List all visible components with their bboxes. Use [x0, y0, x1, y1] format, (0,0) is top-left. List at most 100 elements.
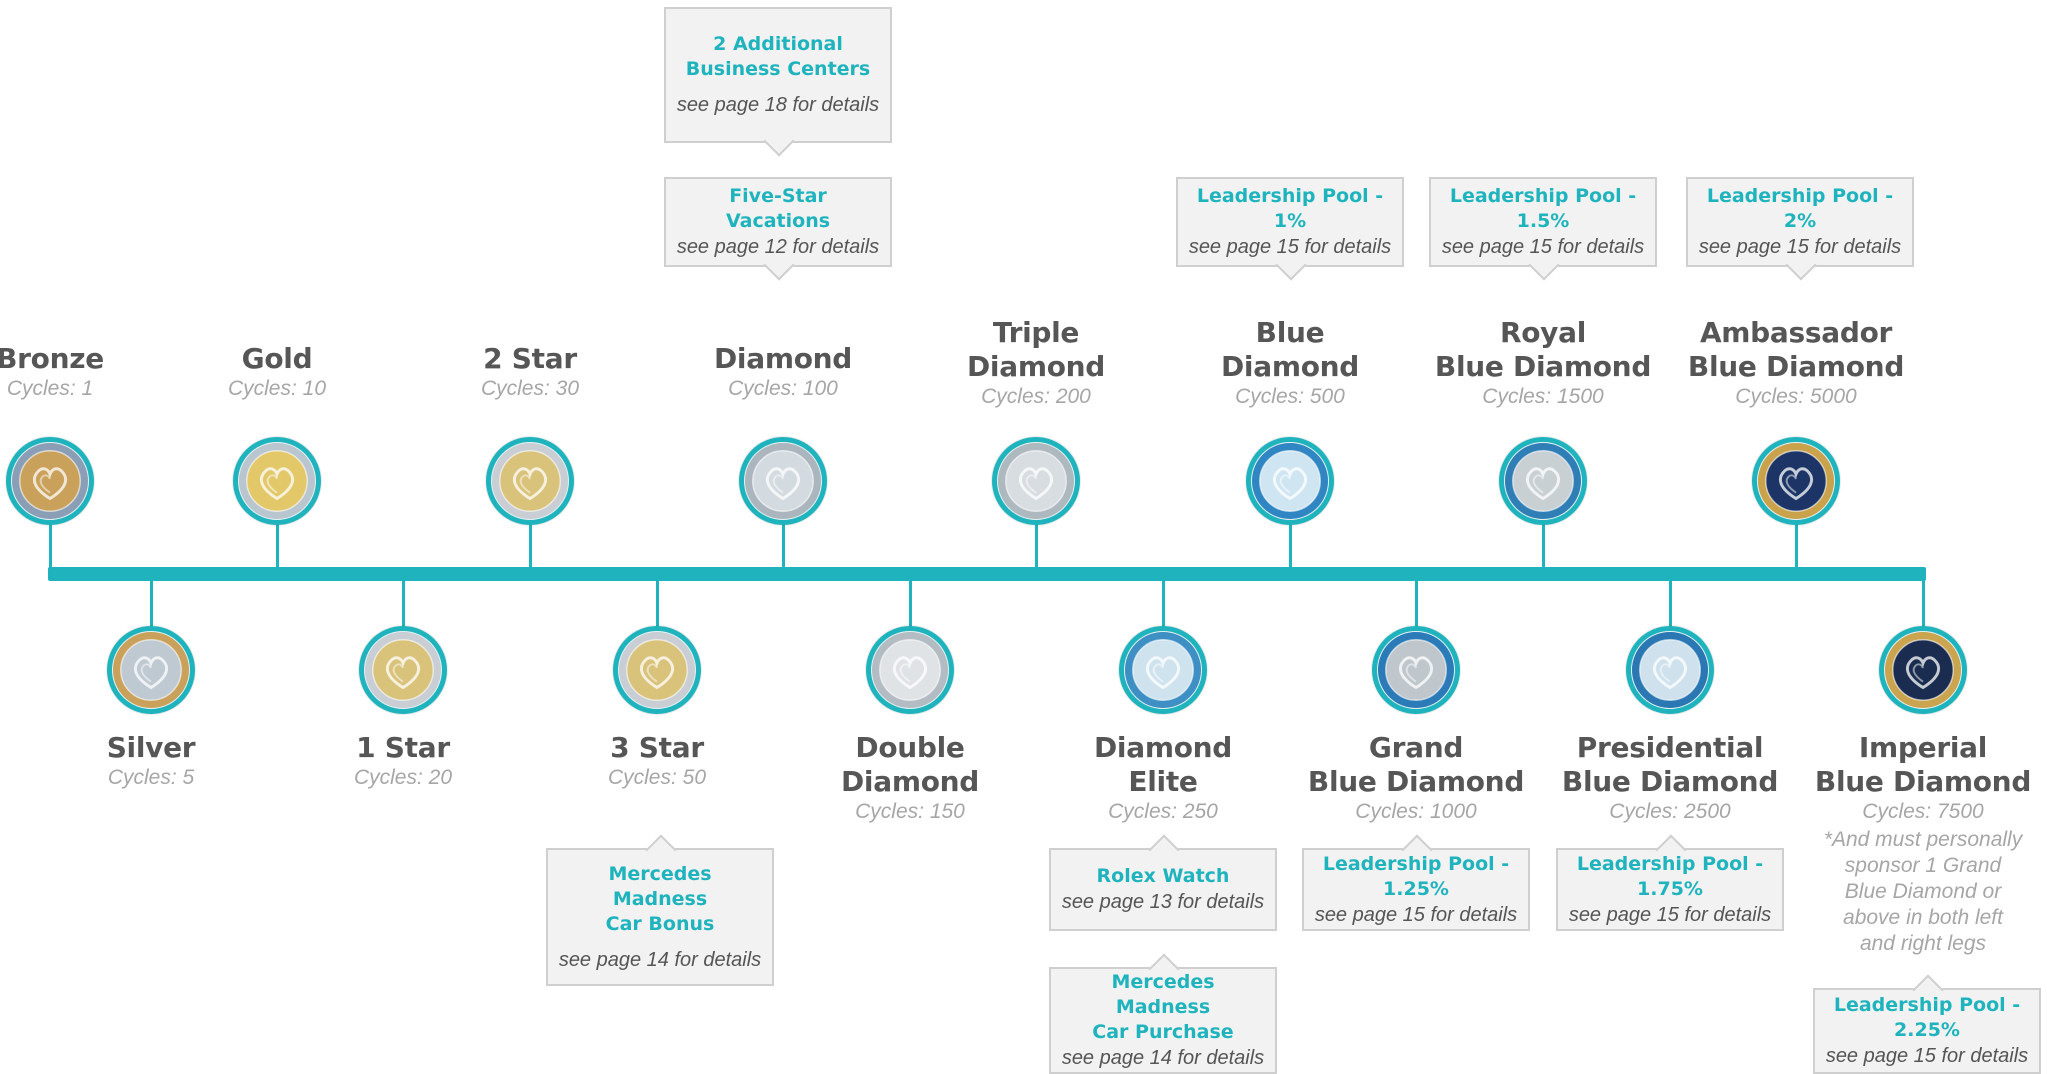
callout-title: 2 Additional: [713, 33, 843, 55]
timeline-rail: [48, 567, 1926, 581]
rank-cycles: Cycles: 50: [607, 766, 707, 789]
callout-title: Mercedes Madness: [1111, 971, 1215, 1018]
rank-stem: [401, 578, 405, 630]
callout-details-link[interactable]: see page 15 for details: [1314, 903, 1518, 926]
callout-title: Leadership Pool - 2%: [1706, 185, 1894, 232]
imperial-blue-diamond-medal-icon: [1879, 626, 1967, 714]
rank-cycles: Cycles: 5000: [1735, 385, 1857, 408]
callout-details-link[interactable]: see page 13 for details: [1061, 891, 1265, 913]
rank-name: Imperial: [1858, 731, 1988, 764]
rank-cycles: Cycles: 30: [480, 377, 580, 400]
rank-stem: [1668, 578, 1672, 630]
rank-cycles: Cycles: 10: [227, 377, 327, 400]
callout-details-link[interactable]: see page 14 for details: [1061, 1047, 1265, 1069]
grand-blue-diamond-medal-icon: [1372, 626, 1460, 714]
rank-stem: [1161, 578, 1165, 630]
royal-blue-diamond-medal-icon: [1499, 437, 1587, 525]
rank-name: Gold: [241, 342, 313, 375]
callout-details-link[interactable]: see page 14 for details: [558, 948, 762, 971]
callout-details-link[interactable]: see page 12 for details: [676, 236, 880, 258]
rank-name: 2 Star: [483, 342, 577, 375]
blue-diamond-medal-icon: [1246, 437, 1334, 525]
rank-stem: [1794, 497, 1798, 570]
rank-name: Diamond: [966, 350, 1106, 383]
rank-name: Diamond: [713, 342, 853, 375]
callout-title: Leadership Pool - 1%: [1196, 185, 1384, 232]
callout-details-link[interactable]: see page 15 for details: [1698, 236, 1902, 258]
rank-name: Silver: [106, 731, 196, 764]
rank-cycles: Cycles: 250: [1108, 800, 1218, 823]
triple-diamond-medal-icon: [992, 437, 1080, 525]
gold-medal-icon: [233, 437, 321, 525]
double-diamond-medal-icon: [866, 626, 954, 714]
callout-pointer: [763, 125, 795, 157]
callout-title: Five-Star Vacations: [725, 185, 831, 232]
rank-cycles: Cycles: 2500: [1609, 800, 1731, 823]
rank-cycles: Cycles: 1500: [1482, 385, 1604, 408]
rank-stem: [48, 497, 52, 570]
presidential-blue-diamond-medal-icon: [1626, 626, 1714, 714]
rank-stem: [275, 497, 279, 570]
rank-stem: [781, 497, 785, 570]
callout-details-link[interactable]: see page 15 for details: [1441, 236, 1645, 258]
callout-rolex-watch: Rolex Watch see page 13 for details: [1049, 834, 1277, 931]
rank-stem: [908, 578, 912, 630]
rank-cycles: Cycles: 1000: [1355, 800, 1477, 823]
callout-title: Rolex Watch: [1096, 865, 1230, 887]
callout-title: Car Bonus: [605, 912, 715, 935]
rank-stem: [655, 578, 659, 630]
rank-name: Elite: [1128, 765, 1198, 798]
callout-five-star-vacations: Five-Star Vacations see page 12 for detai…: [664, 177, 892, 281]
callout-details-link[interactable]: see page 18 for details: [676, 94, 880, 116]
ambassador-blue-diamond-medal-icon: [1752, 437, 1840, 525]
rank-name: Blue Diamond: [1814, 765, 2032, 798]
rank-name: Double: [855, 731, 965, 764]
rank-name: Blue: [1255, 316, 1325, 349]
rank-name: Blue Diamond: [1687, 350, 1905, 383]
callout-leadership-pool-1-5: Leadership Pool - 1.5% see page 15 for de…: [1429, 177, 1657, 281]
rank-name: Blue Diamond: [1434, 350, 1652, 383]
rank-name: Diamond: [840, 765, 980, 798]
diamond-elite-medal-icon: [1119, 626, 1207, 714]
bronze-medal-icon: [6, 437, 94, 525]
rank-name: Blue Diamond: [1307, 765, 1525, 798]
callout-title: Leadership Pool - 1.75%: [1576, 852, 1764, 900]
rank-stem: [528, 497, 532, 570]
callout-leadership-pool-2: Leadership Pool - 2% see page 15 for deta…: [1686, 177, 1914, 281]
callout-title: Car Purchase: [1092, 1021, 1234, 1043]
callout-details-link[interactable]: see page 15 for details: [1825, 1045, 2029, 1067]
callout-details-link[interactable]: see page 15 for details: [1188, 236, 1392, 258]
callout-leadership-pool-2-25: Leadership Pool - 2.25%see page 15 for d…: [1813, 974, 2041, 1074]
callout-title: Leadership Pool - 1.25%: [1322, 852, 1510, 900]
rank-cycles: Cycles: 500: [1235, 385, 1345, 408]
callout-title: Leadership Pool - 1.5%: [1449, 185, 1637, 232]
two-star-medal-icon: [486, 437, 574, 525]
rank-stem: [1541, 497, 1545, 570]
rank-name: Diamond: [1093, 731, 1233, 764]
rank-name: 1 Star: [356, 731, 450, 764]
rank-stem: [1288, 497, 1292, 570]
rank-name: Royal: [1499, 316, 1587, 349]
rank-name: Presidential: [1576, 731, 1764, 764]
callout-title: Business Centers: [685, 58, 871, 80]
three-star-medal-icon: [613, 626, 701, 714]
rank-name: Diamond: [1220, 350, 1360, 383]
callout-details-link[interactable]: see page 15 for details: [1568, 903, 1772, 926]
rank-cycles: Cycles: 100: [728, 377, 838, 400]
rank-cycles: Cycles: 5: [107, 766, 195, 789]
